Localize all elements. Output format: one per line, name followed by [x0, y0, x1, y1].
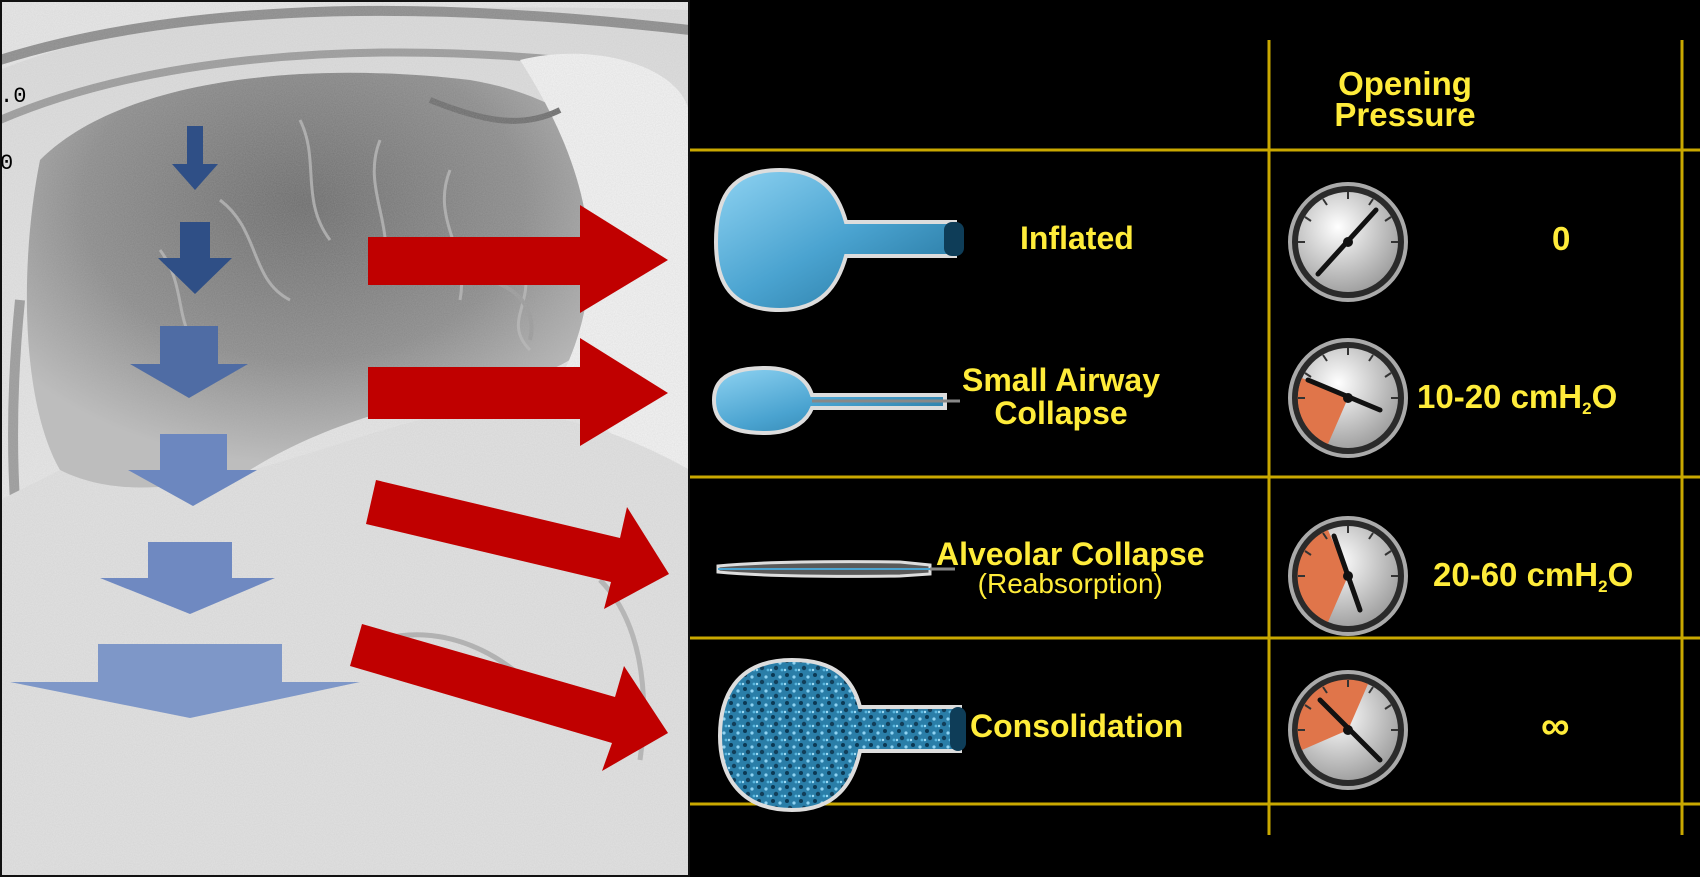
pressure-gauge-icon — [1290, 340, 1406, 456]
subscript: 2 — [1598, 577, 1607, 596]
row-label-alveolar-collapse: Alveolar Collapse (Reabsorption) — [936, 538, 1205, 597]
column-header-opening-pressure: Opening Pressure — [1270, 68, 1540, 130]
label-sub: (Reabsorption) — [936, 571, 1205, 597]
pressure-unit: O — [1608, 556, 1634, 593]
arrow-right-icon — [368, 338, 668, 446]
alveolus-icon — [716, 170, 964, 310]
pressure-unit: O — [1592, 378, 1618, 415]
subscript: 2 — [1582, 399, 1591, 418]
alveolus-icon — [718, 562, 955, 577]
row-label-inflated: Inflated — [1020, 222, 1134, 255]
pressure-value: 20-60 cmH2O — [1433, 556, 1633, 597]
pressure-gauge-icon — [1290, 672, 1406, 788]
pressure-value: 0 — [1552, 220, 1570, 258]
arrow-right-icon — [350, 624, 668, 771]
arrow-right-icon — [368, 205, 668, 313]
pressure-gauge-icon — [1290, 184, 1406, 300]
row-label-consolidation: Consolidation — [970, 710, 1183, 743]
label-line: Alveolar Collapse — [936, 536, 1205, 572]
alveolus-icon — [714, 368, 960, 433]
red-arrows — [350, 205, 669, 771]
alveolus-icon — [720, 660, 966, 810]
pressure-number: 0 — [1552, 220, 1570, 257]
pressure-number: 20-60 cmH — [1433, 556, 1598, 593]
arrow-right-icon — [366, 480, 669, 609]
label-line: Collapse — [994, 395, 1127, 431]
label-line: Small Airway — [962, 362, 1160, 398]
pressure-number: 10-20 cmH — [1417, 378, 1582, 415]
row-label-small-airway-collapse: Small Airway Collapse — [962, 364, 1160, 430]
pressure-gauge-icon — [1290, 518, 1406, 634]
pressure-value: ∞ — [1541, 704, 1570, 749]
pressure-number: ∞ — [1541, 704, 1570, 748]
pressure-value: 10-20 cmH2O — [1417, 378, 1617, 419]
header-line: Pressure — [1334, 96, 1475, 133]
